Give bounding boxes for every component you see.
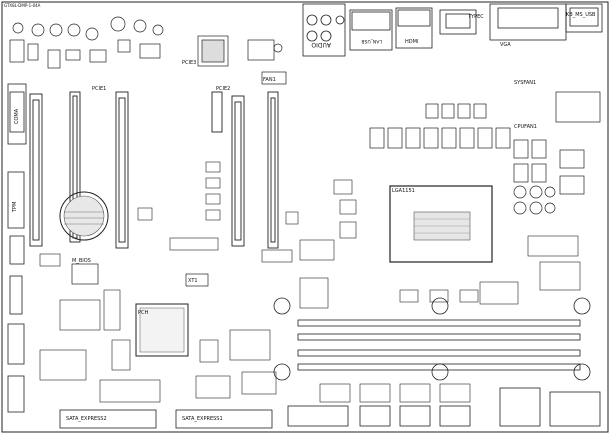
bios-label: M_BIOS: [72, 258, 91, 264]
corner-note: GTX8L-DMP-1-04A: [4, 3, 41, 8]
pcie-slots: [29, 91, 279, 249]
cpu-socket: [389, 185, 493, 263]
audio-label: AUDIO: [311, 41, 331, 48]
fan-area: [197, 35, 287, 85]
misc-components: [39, 161, 581, 403]
vga-label: VGA: [500, 42, 511, 48]
tpm-label: TPM: [12, 202, 18, 213]
kb-ms-usb-label: KB_MS_USB: [566, 12, 596, 18]
sata1-label: SATA_EXPRESS2: [66, 416, 107, 422]
pch-chip: [135, 303, 189, 357]
bottom-headers: [59, 387, 601, 429]
sysfan1-label: SYSFAN1: [514, 80, 536, 86]
pch-label: PCH: [138, 310, 149, 316]
dimm-latches: [273, 297, 591, 381]
sata2-label: SATA_EXPRESS1: [182, 416, 223, 422]
socket-label: LGA1151: [392, 188, 415, 194]
lan-label: LAN_USB: [361, 38, 382, 44]
hdmi-label: HDMI: [405, 39, 418, 45]
rear-io: [302, 3, 603, 57]
vrm-caps: [369, 91, 601, 215]
top-left-components: [9, 16, 164, 69]
left-rail: [7, 83, 27, 413]
pcie3-label: PCIE3: [182, 60, 196, 66]
pcie1-label: PCIE1: [92, 86, 106, 92]
com-label: COMA: [14, 108, 20, 124]
xt1-label: XT1: [188, 278, 198, 284]
fan1-label: FAN1: [263, 77, 276, 83]
typec-label: TYPEC: [467, 14, 484, 20]
xt1: [185, 273, 209, 287]
cpufan-label: CPUFAN1: [514, 124, 537, 130]
bios-chip: [71, 263, 99, 285]
cmos-battery: [59, 191, 109, 241]
pcie2-label: PCIE2: [216, 86, 230, 92]
